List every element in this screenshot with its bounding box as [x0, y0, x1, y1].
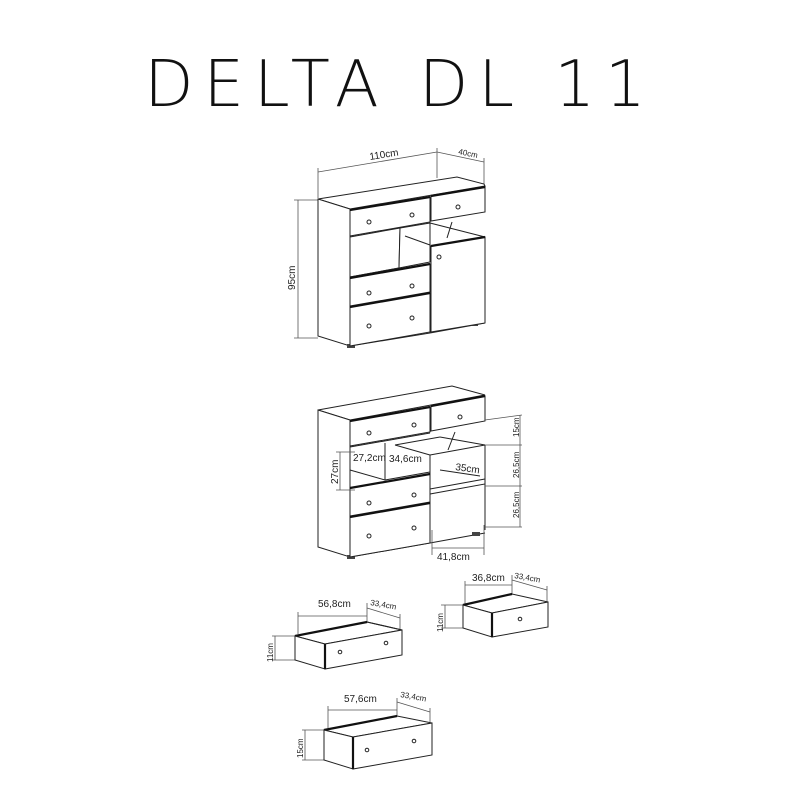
- inner-width-left-label: 27,2cm: [353, 453, 386, 464]
- shelf-height-lower-label: 26,5cm: [512, 491, 521, 518]
- drawer2-height-label: 11cm: [436, 613, 445, 632]
- drawer3-width-label: 57,6cm: [344, 694, 377, 705]
- drawer2-depth-label: 33,4cm: [514, 571, 542, 584]
- cabinet-body: [317, 176, 486, 348]
- depth-label: 40cm: [458, 147, 479, 160]
- drawer-large-view: 57,6cm 33,4cm 15cm: [296, 690, 433, 770]
- drawer-small-wide-view: 56,8cm 33,4cm 11cm: [266, 598, 403, 670]
- height-label: 95cm: [287, 266, 298, 290]
- drawer3-depth-label: 33,4cm: [400, 690, 428, 703]
- open-cabinet-view: 27cm 27,2cm 34,6cm 35cm 15cm 26,5cm 26,5…: [317, 385, 523, 563]
- drawer2-width-label: 36,8cm: [472, 573, 505, 584]
- drawer1-depth-label: 33,4cm: [370, 598, 398, 611]
- shelf-depth-label: 35cm: [455, 462, 481, 476]
- drawer1-width-label: 56,8cm: [318, 599, 351, 610]
- drawer-space-height-label: 27cm: [330, 460, 341, 484]
- drawer1-height-label: 11cm: [266, 643, 275, 662]
- compartment-width-label: 41,8cm: [437, 552, 470, 563]
- dimension-lines: [294, 148, 485, 339]
- drawer-small-narrow-view: 36,8cm 33,4cm 11cm: [436, 571, 549, 638]
- closed-cabinet-view: 110cm 40cm 95cm: [287, 147, 486, 348]
- inner-dimension-lines: [336, 414, 523, 555]
- top-gap-label: 15cm: [512, 417, 521, 437]
- inner-width-mid-label: 34,6cm: [389, 454, 422, 465]
- product-title: DELTA DL 11: [144, 48, 656, 122]
- drawer3-height-label: 15cm: [296, 738, 305, 758]
- width-label: 110cm: [369, 148, 400, 163]
- shelf-height-upper-label: 26,5cm: [512, 451, 521, 478]
